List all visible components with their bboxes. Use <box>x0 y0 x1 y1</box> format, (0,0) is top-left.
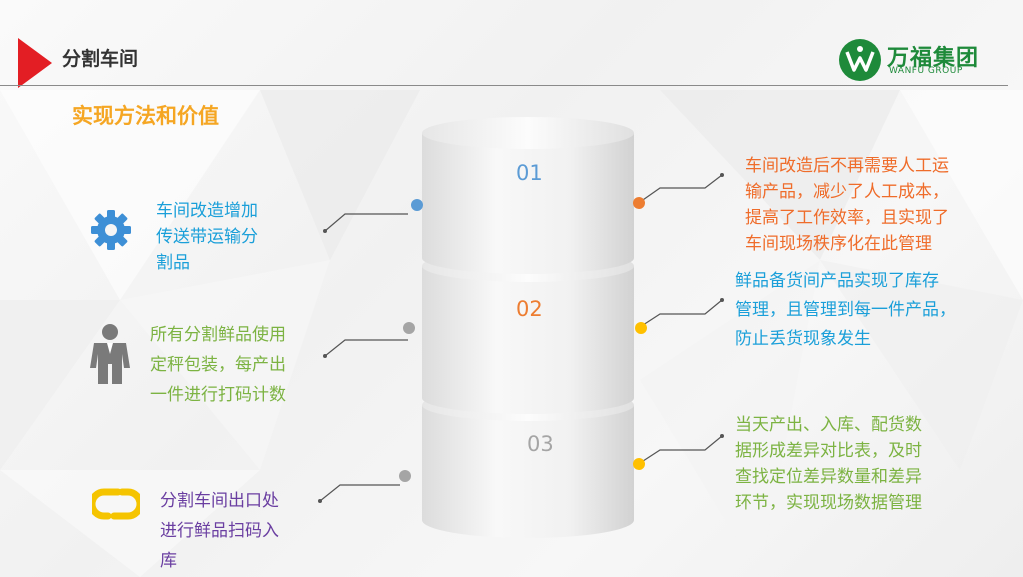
right-item-3-line-2: 据形成差异对比表，及时 <box>735 441 922 461</box>
header-accent-arrow <box>18 38 52 88</box>
connector-left-3 <box>319 484 400 502</box>
dot-right-1 <box>633 197 645 209</box>
right-item-3-line-3: 查找定位差异数量和差异 <box>735 467 922 487</box>
left-item-3-line-3: 库 <box>160 551 177 571</box>
right-item-2-line-3: 防止丢货现象发生 <box>735 329 871 349</box>
header-divider <box>0 85 1008 86</box>
logo-name-cn: 万福集团 <box>887 46 980 71</box>
left-item-3-line-2: 进行鲜品扫码入 <box>160 521 279 541</box>
connector-left-1 <box>324 213 408 232</box>
left-item-3-line-1: 分割车间出口处 <box>160 491 279 511</box>
section-title: 实现方法和价值 <box>72 104 219 128</box>
right-item-1-line-4: 车间现场秩序化在此管理 <box>745 234 932 254</box>
connector-right-2 <box>639 299 723 328</box>
right-item-2-line-1: 鲜品备货间产品实现了库存 <box>735 271 939 291</box>
left-item-2-line-1: 所有分割鲜品使用 <box>150 325 286 345</box>
link-icon <box>92 488 140 520</box>
connector-right-3 <box>639 435 723 464</box>
left-item-2-line-3: 一件进行打码计数 <box>150 385 286 405</box>
worker-icon <box>90 324 130 384</box>
left-item-2-line-2: 定秤包装，每产出 <box>150 355 286 375</box>
right-item-3-text: 当天产出、入库、配货数 据形成差异对比表，及时 查找定位差异数量和差异 环节，实… <box>735 412 975 516</box>
right-item-2-line-2: 管理，且管理到每一件产品， <box>735 300 956 320</box>
dot-left-2 <box>403 322 415 334</box>
segment-label-01: 01 <box>516 161 543 185</box>
cylinder-segment-2 <box>422 266 634 414</box>
right-item-1-line-1: 车间改造后不再需要人工运 <box>745 156 949 176</box>
left-item-2-text: 所有分割鲜品使用 定秤包装，每产出 一件进行打码计数 <box>150 320 325 410</box>
cylinder-segment-3 <box>422 405 634 538</box>
gear-icon <box>91 210 131 250</box>
left-item-1-line-3: 割品 <box>156 253 190 273</box>
right-item-3-line-4: 环节，实现现场数据管理 <box>735 493 922 513</box>
segment-label-03: 03 <box>527 432 554 456</box>
wanfu-logo-icon <box>839 39 881 81</box>
right-item-1-line-3: 提高了工作效率，且实现了 <box>745 208 949 228</box>
right-item-2-text: 鲜品备货间产品实现了库存 管理，且管理到每一件产品， 防止丢货现象发生 <box>735 267 1005 354</box>
left-item-1-line-2: 传送带运输分 <box>156 227 258 247</box>
left-item-1-text: 车间改造增加 传送带运输分 割品 <box>156 198 296 276</box>
dot-left-1 <box>411 199 423 211</box>
right-item-3-line-1: 当天产出、入库、配货数 <box>735 415 922 435</box>
cylinder-segment-1-top <box>422 117 634 149</box>
connector-left-2 <box>324 339 408 357</box>
right-item-1-line-2: 输产品，减少了人工成本， <box>745 182 949 202</box>
left-item-3-text: 分割车间出口处 进行鲜品扫码入 库 <box>160 486 320 576</box>
logo-name-en: WANFU GROUP <box>889 66 963 76</box>
left-item-1-line-1: 车间改造增加 <box>156 201 258 221</box>
dot-right-2 <box>635 322 647 334</box>
right-item-1-text: 车间改造后不再需要人工运 输产品，减少了人工成本， 提高了工作效率，且实现了 车… <box>745 153 995 257</box>
cylinder-segment-1 <box>422 133 634 274</box>
connector-right-1 <box>639 174 723 203</box>
dot-left-3 <box>399 470 411 482</box>
page-title: 分割车间 <box>62 48 139 70</box>
segment-label-02: 02 <box>516 297 543 321</box>
dot-right-3 <box>633 458 645 470</box>
